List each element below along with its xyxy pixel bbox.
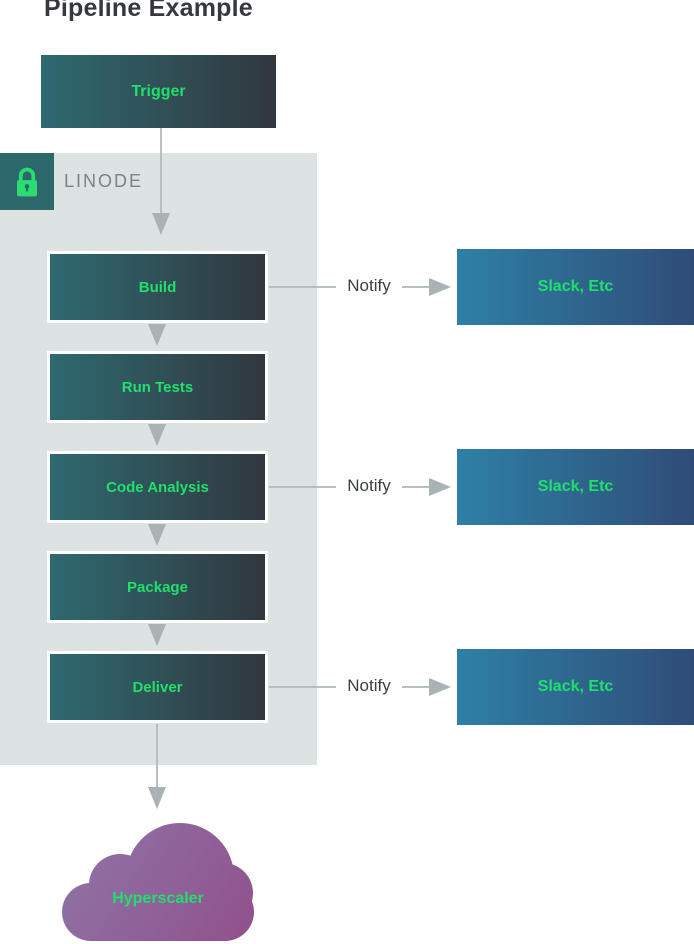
lock-badge [0,153,54,210]
page-title: Pipeline Example [44,0,253,22]
step-node-deliver: Deliver [47,651,268,723]
step-label: Build [138,278,177,296]
step-label: Deliver [132,678,183,696]
notify-label-deliver: Notify [347,676,391,695]
step-node-run-tests: Run Tests [47,351,268,423]
slack-node-deliver: Slack, Etc [457,649,694,725]
slack-node-code-analysis: Slack, Etc [457,449,694,525]
cloud-shape [62,823,254,941]
slack-label: Slack, Etc [537,278,614,295]
slack-node-build: Slack, Etc [457,249,694,325]
step-label: Package [127,578,188,596]
step-node-code-analysis: Code Analysis [47,451,268,523]
slack-label: Slack, Etc [537,478,614,495]
step-node-package: Package [47,551,268,623]
slack-label: Slack, Etc [537,678,614,695]
step-label: Code Analysis [106,478,209,496]
lock-icon [17,167,37,196]
step-label: Run Tests [121,378,194,396]
notify-label-code-analysis: Notify [347,476,391,495]
notify-label-build: Notify [347,276,391,295]
hyperscaler-label: Hyperscaler [112,890,204,907]
linode-zone-label: LINODE [64,171,144,191]
trigger-node: Trigger [41,55,276,128]
trigger-label: Trigger [131,82,186,100]
hyperscaler-cloud: Hyperscaler [62,823,254,941]
step-node-build: Build [47,251,268,323]
